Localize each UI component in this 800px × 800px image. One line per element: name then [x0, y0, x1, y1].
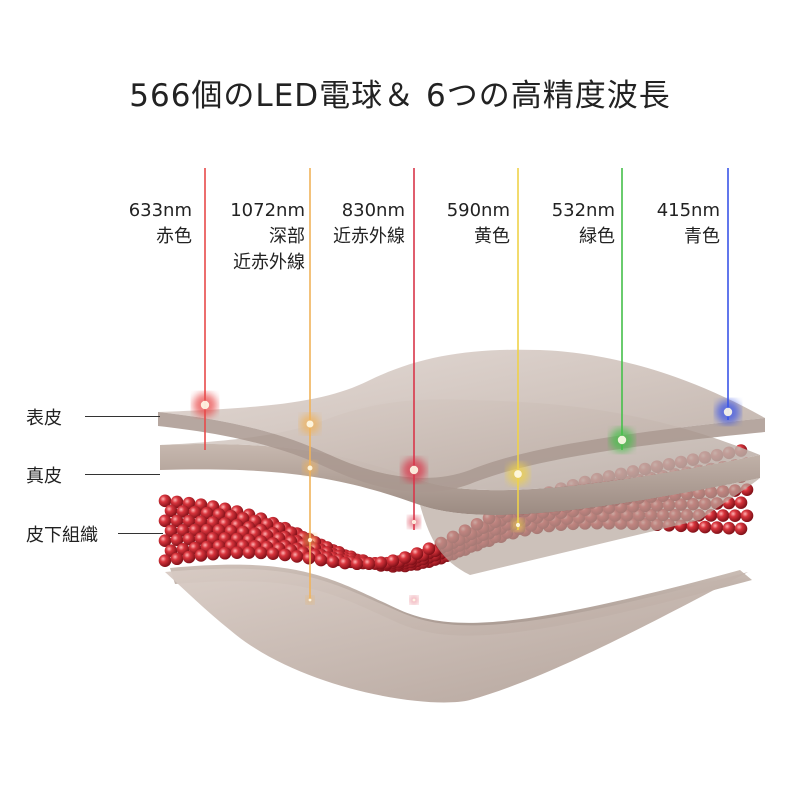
subcutaneous-label: 皮下組織: [26, 525, 98, 546]
subcutaneous-leader-line: [118, 533, 163, 534]
wavelength-label-5: 415nm 青色: [657, 198, 720, 250]
beam-1: [300, 168, 320, 604]
beam-2: [402, 168, 426, 604]
wavelength-value: 415nm: [656, 200, 720, 221]
dermis-leader-line: [85, 474, 160, 475]
wavelength-label-3: 590nm 黄色: [447, 198, 510, 250]
wavelength-label-1: 1072nm 深部近赤外線: [230, 198, 305, 276]
dermis-label: 真皮: [26, 466, 62, 487]
wavelength-value: 532nm: [551, 200, 615, 221]
wavelength-value: 830nm: [341, 200, 405, 221]
wavelength-label-4: 532nm 緑色: [552, 198, 615, 250]
wavelength-description: 青色: [684, 226, 720, 247]
beam-3: [507, 168, 529, 531]
wavelength-label-2: 830nm 近赤外線: [333, 198, 405, 250]
wavelength-description: 黄色: [474, 226, 510, 247]
beam-5: [716, 168, 740, 424]
subcutaneous-base-slab: [165, 564, 752, 703]
epidermis-leader-line: [85, 416, 160, 417]
wavelength-description: 近赤外線: [333, 226, 405, 247]
wavelength-value: 1072nm: [230, 200, 305, 221]
wavelength-value: 633nm: [128, 200, 192, 221]
beam-0: [193, 168, 217, 450]
wavelength-label-0: 633nm 赤色: [129, 198, 192, 250]
beam-4: [610, 168, 634, 452]
wavelength-description: 赤色: [156, 226, 192, 247]
wavelength-value: 590nm: [446, 200, 510, 221]
wavelength-description: 近赤外線: [233, 252, 305, 273]
wavelength-description: 緑色: [579, 226, 615, 247]
light-beams: [193, 168, 740, 604]
wavelength-description: 深部: [269, 226, 305, 247]
page-title: 566個のLED電球＆ 6つの高精度波長: [129, 78, 671, 114]
epidermis-label: 表皮: [26, 408, 62, 429]
